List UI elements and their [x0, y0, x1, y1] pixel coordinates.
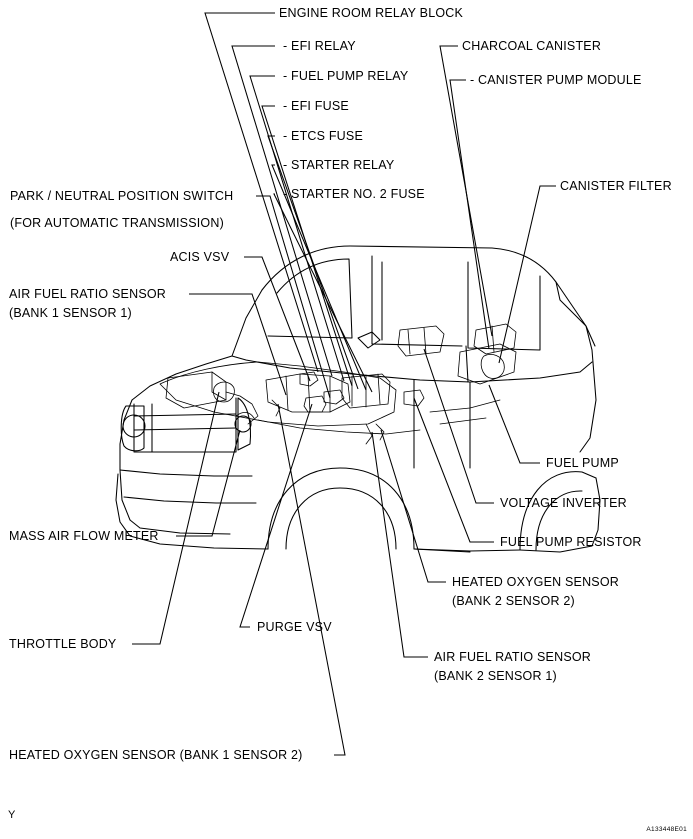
label-heated-oxygen-sensor-bank2-sensor2: HEATED OXYGEN SENSOR [452, 575, 619, 589]
label-heated-oxygen-sensor-bank2-sensor2-note: (BANK 2 SENSOR 2) [452, 594, 575, 608]
label-mass-air-flow-meter: MASS AIR FLOW METER [9, 529, 159, 543]
figure-code: A133448E01 [646, 826, 687, 833]
label-fuel-pump-resistor: FUEL PUMP RESISTOR [500, 535, 642, 549]
corner-mark: Y [8, 809, 16, 821]
label-efi-fuse: - EFI FUSE [283, 99, 349, 113]
label-fuel-pump: FUEL PUMP [546, 456, 619, 470]
label-fuel-pump-relay: - FUEL PUMP RELAY [283, 69, 409, 83]
label-air-fuel-ratio-sensor-bank1-sensor1-note: (BANK 1 SENSOR 1) [9, 306, 132, 320]
engine-bay-detail [159, 323, 517, 445]
label-engine-room-relay-block: ENGINE ROOM RELAY BLOCK [279, 6, 464, 20]
label-starter-relay: - STARTER RELAY [283, 158, 395, 172]
label-air-fuel-ratio-sensor-bank1-sensor1: AIR FUEL RATIO SENSOR [9, 287, 167, 301]
label-air-fuel-ratio-sensor-bank2-sensor1: AIR FUEL RATIO SENSOR [434, 650, 592, 664]
label-acis-vsv: ACIS VSV [170, 250, 230, 264]
label-canister-pump-module: - CANISTER PUMP MODULE [470, 73, 642, 87]
leader-lines [132, 12, 556, 756]
label-park-neutral-position-switch-note: (FOR AUTOMATIC TRANSMISSION) [10, 216, 224, 230]
label-etcs-fuse: - ETCS FUSE [283, 129, 363, 143]
label-heated-oxygen-sensor-bank1-sensor2: HEATED OXYGEN SENSOR (BANK 1 SENSOR 2) [9, 748, 303, 762]
label-purge-vsv: PURGE VSV [257, 620, 332, 634]
vehicle-outline [115, 245, 601, 553]
label-charcoal-canister: CHARCOAL CANISTER [462, 39, 602, 53]
label-voltage-inverter: VOLTAGE INVERTER [500, 496, 627, 510]
label-canister-filter: CANISTER FILTER [560, 179, 672, 193]
label-throttle-body: THROTTLE BODY [9, 637, 117, 651]
label-air-fuel-ratio-sensor-bank2-sensor1-note: (BANK 2 SENSOR 1) [434, 669, 557, 683]
label-park-neutral-position-switch: PARK / NEUTRAL POSITION SWITCH [10, 189, 234, 203]
label-starter-no2-fuse: - STARTER NO. 2 FUSE [283, 187, 425, 201]
label-efi-relay: - EFI RELAY [283, 39, 356, 53]
